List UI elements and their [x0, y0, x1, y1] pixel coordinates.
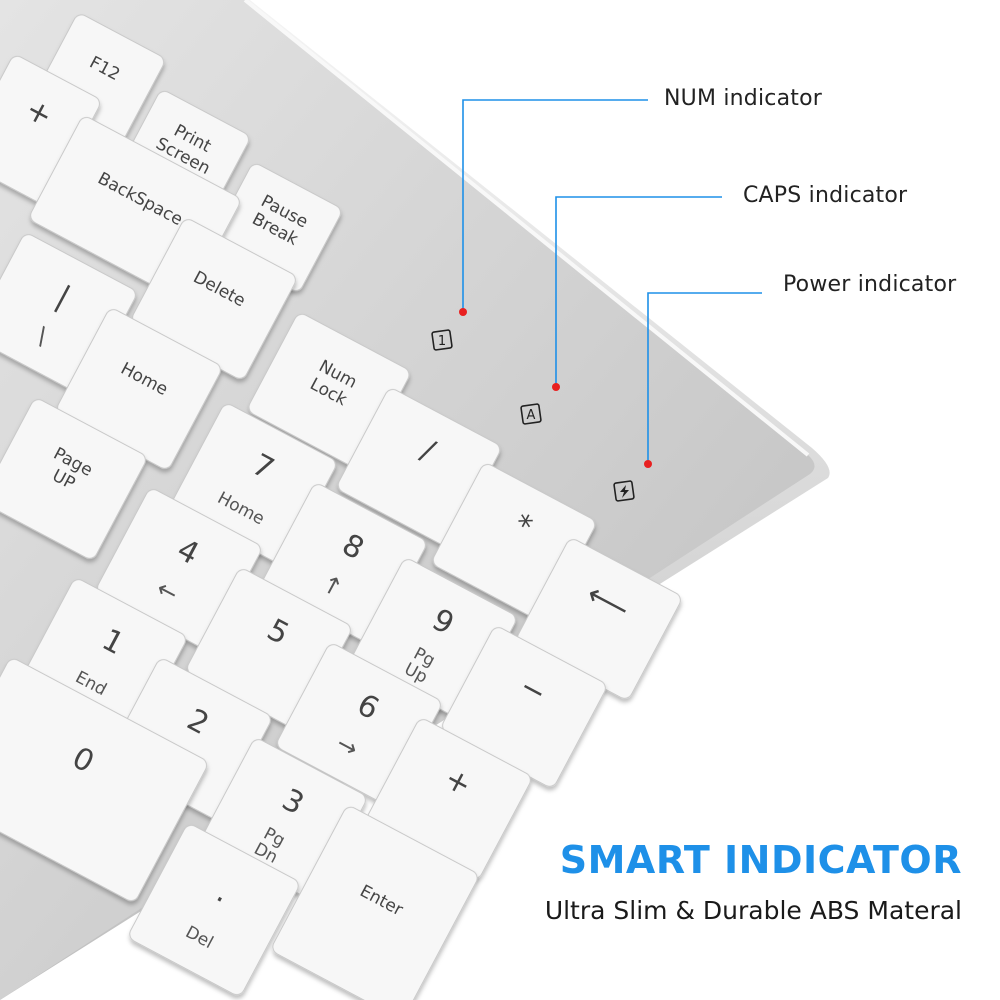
- key-page-up[interactable]: PageUP: [0, 397, 148, 561]
- caps-indicator-icon: A: [520, 403, 542, 425]
- caps-indicator-label: CAPS indicator: [743, 183, 908, 208]
- key-enter[interactable]: Enter: [270, 804, 480, 1000]
- num-led: [459, 308, 467, 316]
- key-slash[interactable]: /: [335, 387, 502, 549]
- power-bolt-icon: [613, 480, 635, 502]
- power-indicator-label: Power indicator: [783, 272, 957, 297]
- headline: SMART INDICATOR: [559, 838, 962, 882]
- key-home[interactable]: Home: [55, 307, 223, 471]
- callout-lines: [462, 99, 762, 462]
- caps-led: [552, 383, 560, 391]
- num-indicator-label: NUM indicator: [664, 86, 822, 111]
- subline: Ultra Slim & Durable ABS Materal: [544, 896, 962, 925]
- svg-text:A: A: [527, 408, 536, 423]
- key-delete[interactable]: Delete: [130, 217, 298, 381]
- num-indicator-icon: 1: [431, 329, 453, 351]
- key-num-0[interactable]: 0: [0, 657, 209, 904]
- power-led: [644, 460, 652, 468]
- key-minus[interactable]: −: [440, 625, 608, 789]
- svg-text:1: 1: [438, 334, 446, 349]
- key-label: NumLock: [306, 356, 360, 410]
- keyboard-bevel: [243, 0, 810, 457]
- keys: F12PrintScreenPauseBreak+BackSpaceDelete…: [0, 14, 681, 1000]
- key-num-dot[interactable]: .Del: [127, 823, 301, 998]
